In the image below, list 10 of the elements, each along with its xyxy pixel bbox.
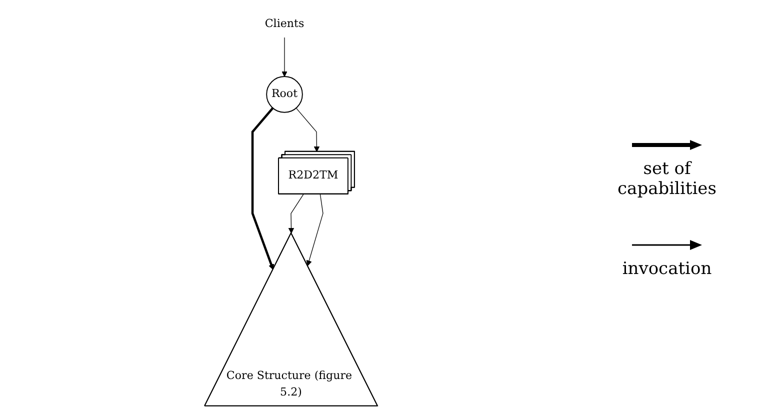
node-circle <box>266 76 303 113</box>
arrow <box>306 194 324 266</box>
node-text: Clients <box>264 17 304 30</box>
arrow <box>282 37 288 77</box>
arrow <box>296 108 320 152</box>
legend-text: invocation <box>621 258 713 278</box>
arrow <box>251 107 274 270</box>
arrow <box>288 194 304 234</box>
legend-text: set of capabilities <box>616 158 718 198</box>
flowchart: Clients Root R2D2TM Core Structure (figure 5.2) <box>0 6 582 411</box>
